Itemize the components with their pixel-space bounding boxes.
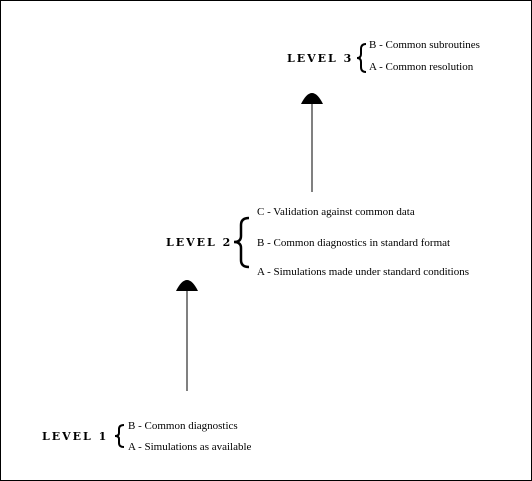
level-1-item-a: A - Simulations as available [128,441,252,453]
level-2-item-b: B - Common diagnostics in standard forma… [257,237,451,249]
level-3-item-b: B - Common subroutines [369,39,480,51]
level-2-item-c: C - Validation against common data [257,206,415,218]
brace-level-2 [233,216,250,269]
arrow-head-level1-to-level2 [176,280,198,291]
arrow-head-level2-to-level3 [301,93,323,104]
level-2-item-a: A - Simulations made under standard cond… [257,266,470,278]
level-2-title: LEVEL 2 [166,236,233,249]
level-1-item-b: B - Common diagnostics [128,420,238,432]
level-3-title: LEVEL 3 [287,52,354,65]
level-3-item-a: A - Common resolution [369,61,474,73]
brace-level-1 [114,424,125,448]
level-1-title: LEVEL 1 [42,430,109,443]
brace-level-3 [356,43,367,73]
